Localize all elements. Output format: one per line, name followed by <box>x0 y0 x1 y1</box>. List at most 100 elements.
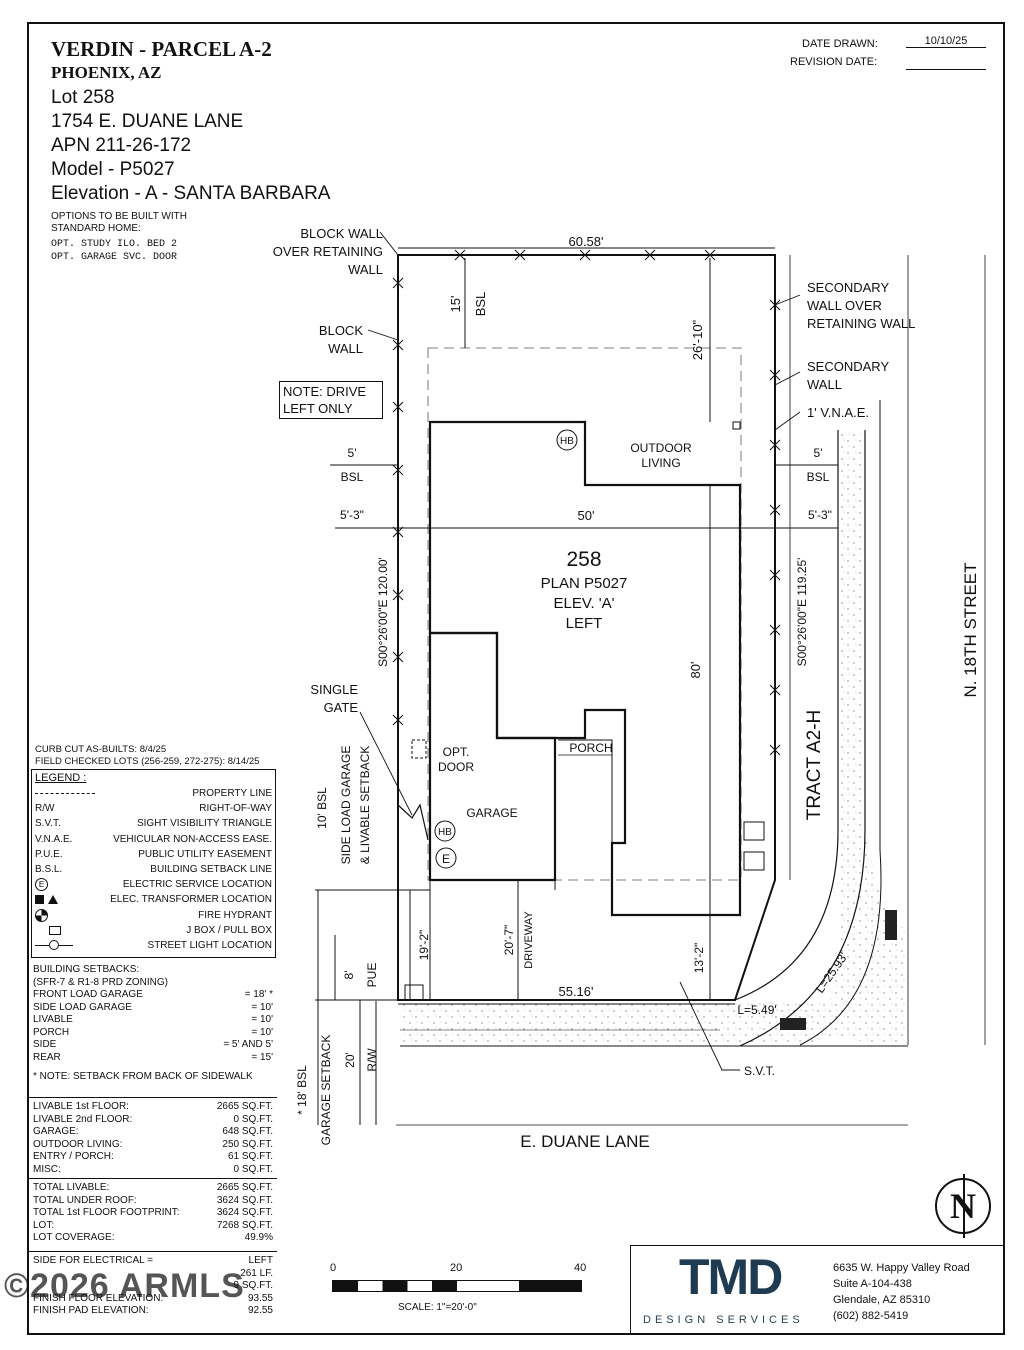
electrical-row: 261 LF. <box>33 1268 273 1281</box>
hand-label: LEFT <box>566 615 603 632</box>
rw-label: R/W <box>365 1048 379 1072</box>
legend-desc: STREET LIGHT LOCATION <box>147 939 272 951</box>
address-line: Glendale, AZ 85310 <box>833 1294 931 1306</box>
electrical-label: FINISH FLOOR ELEVATION: <box>33 1292 164 1304</box>
divider <box>29 1097 277 1098</box>
total-value: 3624 SQ.FT. <box>216 1207 273 1218</box>
total-value: 7268 SQ.FT. <box>216 1219 273 1231</box>
area-label: GARAGE: <box>33 1126 79 1137</box>
address: 1754 E. DUANE LANE <box>51 111 244 132</box>
rear-bsl-value: 15' <box>448 296 463 313</box>
north-arrow-icon: N <box>935 1174 991 1238</box>
area-value: 61 SQ.FT. <box>227 1151 273 1162</box>
elevation: Elevation - A - SANTA BARBARA <box>51 183 331 204</box>
total-row: LOT:7268 SQ.FT. <box>33 1220 273 1233</box>
total-label: TOTAL LIVABLE: <box>33 1182 110 1193</box>
legend-row: P.U.E.PUBLIC UTILITY EASEMENT <box>35 847 272 862</box>
revision-date-value <box>906 56 986 70</box>
option-item: OPT. STUDY ILO. BED 2 <box>51 239 178 250</box>
legend-desc: ELECTRIC SERVICE LOCATION <box>122 879 272 891</box>
pue-value: 8' <box>342 971 356 980</box>
area-value: 0 SQ.FT. <box>233 1163 273 1175</box>
secondary-retaining-label: SECONDARY <box>807 280 889 295</box>
side-load-label: & LIVABLE SETBACK <box>358 746 372 865</box>
electrical-row: 9 SQ.FT. <box>33 1280 273 1293</box>
dim-front-right: 13'-2" <box>692 943 706 974</box>
setback-row: SIDE LOAD GARAGE= 10' <box>33 1002 273 1015</box>
legend-abbr: B.S.L. <box>35 864 63 876</box>
block-wall-label: BLOCK <box>319 323 363 338</box>
electrical-row: SIDE FOR ELECTRICAL =LEFT <box>33 1255 273 1268</box>
electrical-table: SIDE FOR ELECTRICAL =LEFT 261 LF. 9 SQ.F… <box>33 1255 273 1318</box>
pue-label: PUE <box>365 963 379 988</box>
setback-label: SIDE LOAD GARAGE <box>33 1001 132 1013</box>
block-wall-retaining-label: BLOCK WALL <box>300 226 383 241</box>
legend-desc: J BOX / PULL BOX <box>186 924 272 936</box>
area-label: MISC: <box>33 1163 61 1175</box>
legend-title: LEGEND : <box>35 772 87 784</box>
electric-icon: E <box>35 878 48 892</box>
watermark: ©2026 ARMLS <box>4 1267 245 1305</box>
bearing-left: S00°26'00"E 120.00' <box>376 557 390 667</box>
area-label: LIVABLE 1st FLOOR: <box>33 1101 129 1112</box>
garage-label: GARAGE <box>466 806 517 820</box>
curb-curve-inner <box>799 849 882 1046</box>
total-label: LOT COVERAGE: <box>33 1232 115 1243</box>
scale-tick: 20 <box>450 1262 463 1274</box>
option-item: OPT. GARAGE SVC. DOOR <box>51 252 178 263</box>
setback-row: REAR= 15' <box>33 1052 273 1065</box>
area-value: 250 SQ.FT. <box>222 1138 273 1150</box>
drawing-frame <box>27 22 1005 1335</box>
setback-row: PORCH= 10' <box>33 1027 273 1040</box>
single-gate-label: SINGLE <box>310 682 358 697</box>
scale-graphic <box>332 1280 582 1292</box>
area-row: LIVABLE 1st FLOOR:2665 SQ.FT. <box>33 1101 273 1114</box>
total-row: TOTAL LIVABLE:2665 SQ.FT. <box>33 1182 273 1195</box>
legend-row: B.S.L.BUILDING SETBACK LINE <box>35 862 272 877</box>
area-row: MISC: 0 SQ.FT. <box>33 1164 273 1177</box>
project-name: VERDIN - PARCEL A-2 <box>51 37 272 61</box>
legend-desc: FIRE HYDRANT <box>198 909 272 921</box>
block-wall-retaining-label: WALL <box>348 262 383 277</box>
drive-note: NOTE: DRIVE LEFT ONLY <box>279 381 383 419</box>
areas-table: LIVABLE 1st FLOOR:2665 SQ.FT. LIVABLE 2n… <box>33 1101 273 1176</box>
revision-date-label: REVISION DATE: <box>790 56 878 68</box>
legend-row: STREET LIGHT LOCATION <box>35 938 272 953</box>
secondary-wall-label: SECONDARY <box>807 359 889 374</box>
area-row: GARAGE:648 SQ.FT. <box>33 1126 273 1139</box>
legend-row: J BOX / PULL BOX <box>35 923 272 938</box>
legend-abbr: R/W <box>35 803 55 815</box>
legend-desc: SIGHT VISIBILITY TRIANGLE <box>136 818 272 830</box>
transformer-icon <box>35 895 58 905</box>
company-block: TMD DESIGN SERVICES 6635 W. Happy Valley… <box>630 1245 1005 1335</box>
area-row: OUTDOOR LIVING:250 SQ.FT. <box>33 1139 273 1152</box>
total-label: TOTAL UNDER ROOF: <box>33 1194 137 1206</box>
jbox-icon <box>49 925 61 935</box>
curve-l1: L=5.49' <box>737 1003 776 1017</box>
street-right: N. 18TH STREET <box>961 562 980 697</box>
dim-rear: 26'-10" <box>690 319 705 360</box>
secondary-wall-label: WALL <box>807 377 842 392</box>
bsl-left-value: 5' <box>348 446 357 460</box>
area-row: ENTRY / PORCH:61 SQ.FT. <box>33 1151 273 1164</box>
legend-row: ELEC. TRANSFORMER LOCATION <box>35 892 272 907</box>
hose-bib-label: HB <box>560 436 574 447</box>
setback-value: = 15' <box>251 1051 273 1063</box>
block-wall-retaining-label: OVER RETAINING <box>273 244 383 259</box>
rear-bsl-label: BSL <box>473 292 488 317</box>
curb-curve-mid <box>739 829 866 1047</box>
setback-row: SIDE= 5' AND 5' <box>33 1039 273 1052</box>
svt-label: S.V.T. <box>744 1064 775 1078</box>
address-line: 6635 W. Happy Valley Road <box>833 1262 970 1274</box>
address-line: (602) 882-5419 <box>833 1310 909 1322</box>
setback-label: LIVABLE <box>33 1014 73 1025</box>
sidewalk-bottom <box>400 1001 820 1046</box>
vnae-label: 1' V.N.A.E. <box>807 405 869 420</box>
company-logo: TMD <box>679 1249 783 1305</box>
drive-note-line: LEFT ONLY <box>283 401 353 416</box>
legend-desc: PROPERTY LINE <box>192 788 272 800</box>
porch-outline <box>558 739 613 915</box>
dim-top: 60.58' <box>568 234 603 249</box>
dashed-line-icon <box>35 793 95 795</box>
